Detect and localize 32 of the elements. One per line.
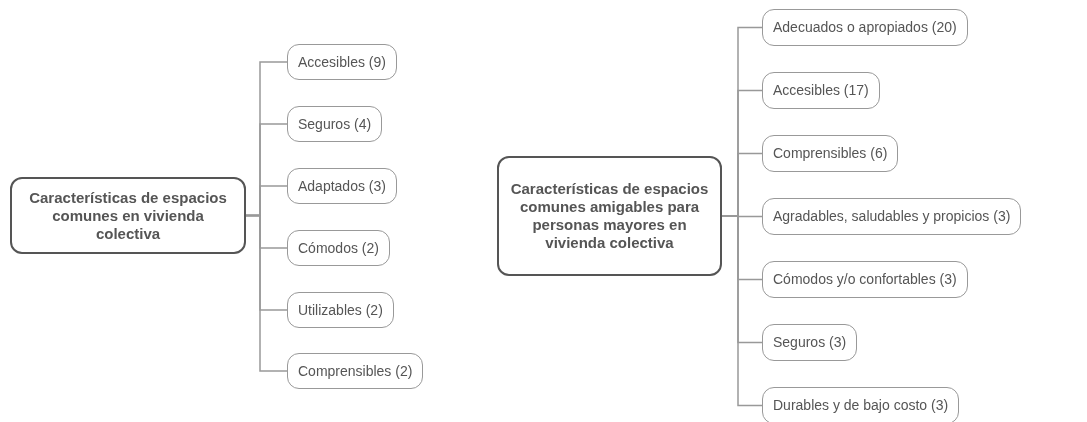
item-box	[287, 292, 394, 328]
topic-box	[497, 156, 722, 276]
item-text: Seguros (3)	[773, 333, 847, 352]
item-text: Comprensibles (6)	[773, 144, 888, 163]
connector-line	[721, 215, 763, 407]
item-text: Accesibles (17)	[773, 81, 869, 100]
item-text: Accesibles (9)	[298, 52, 386, 72]
item-text: Adecuados o apropiados (20)	[773, 18, 957, 37]
topic-box	[10, 177, 246, 254]
item-box	[762, 72, 880, 109]
item-box	[762, 387, 960, 422]
item-box	[287, 353, 424, 389]
item-text: Cómodos y/o confortables (3)	[773, 270, 957, 289]
item-text: Utilizables (2)	[298, 300, 383, 320]
item-box	[287, 106, 383, 142]
item-box	[762, 324, 858, 361]
item-box	[287, 44, 397, 80]
item-text: Comprensibles (2)	[298, 361, 413, 381]
connector-line	[245, 214, 288, 372]
item-box	[287, 168, 397, 204]
item-box	[762, 261, 968, 298]
item-box	[762, 198, 1022, 235]
item-text: Durables y de bajo costo (3)	[773, 396, 949, 415]
item-text: Cómodos (2)	[298, 238, 379, 258]
item-text: Seguros (4)	[298, 114, 372, 134]
item-box	[762, 9, 968, 46]
item-text: Agradables, saludables y propicios (3)	[773, 207, 1011, 226]
topic-text: Características de espacios comunes en vivienda colectiva	[28, 188, 228, 243]
topic-text: Características de espacios comunes amigables para personas mayores en vivienda colectiva	[509, 180, 710, 252]
item-text: Adaptados (3)	[298, 176, 386, 196]
item-box	[762, 135, 899, 172]
item-box	[287, 230, 390, 266]
